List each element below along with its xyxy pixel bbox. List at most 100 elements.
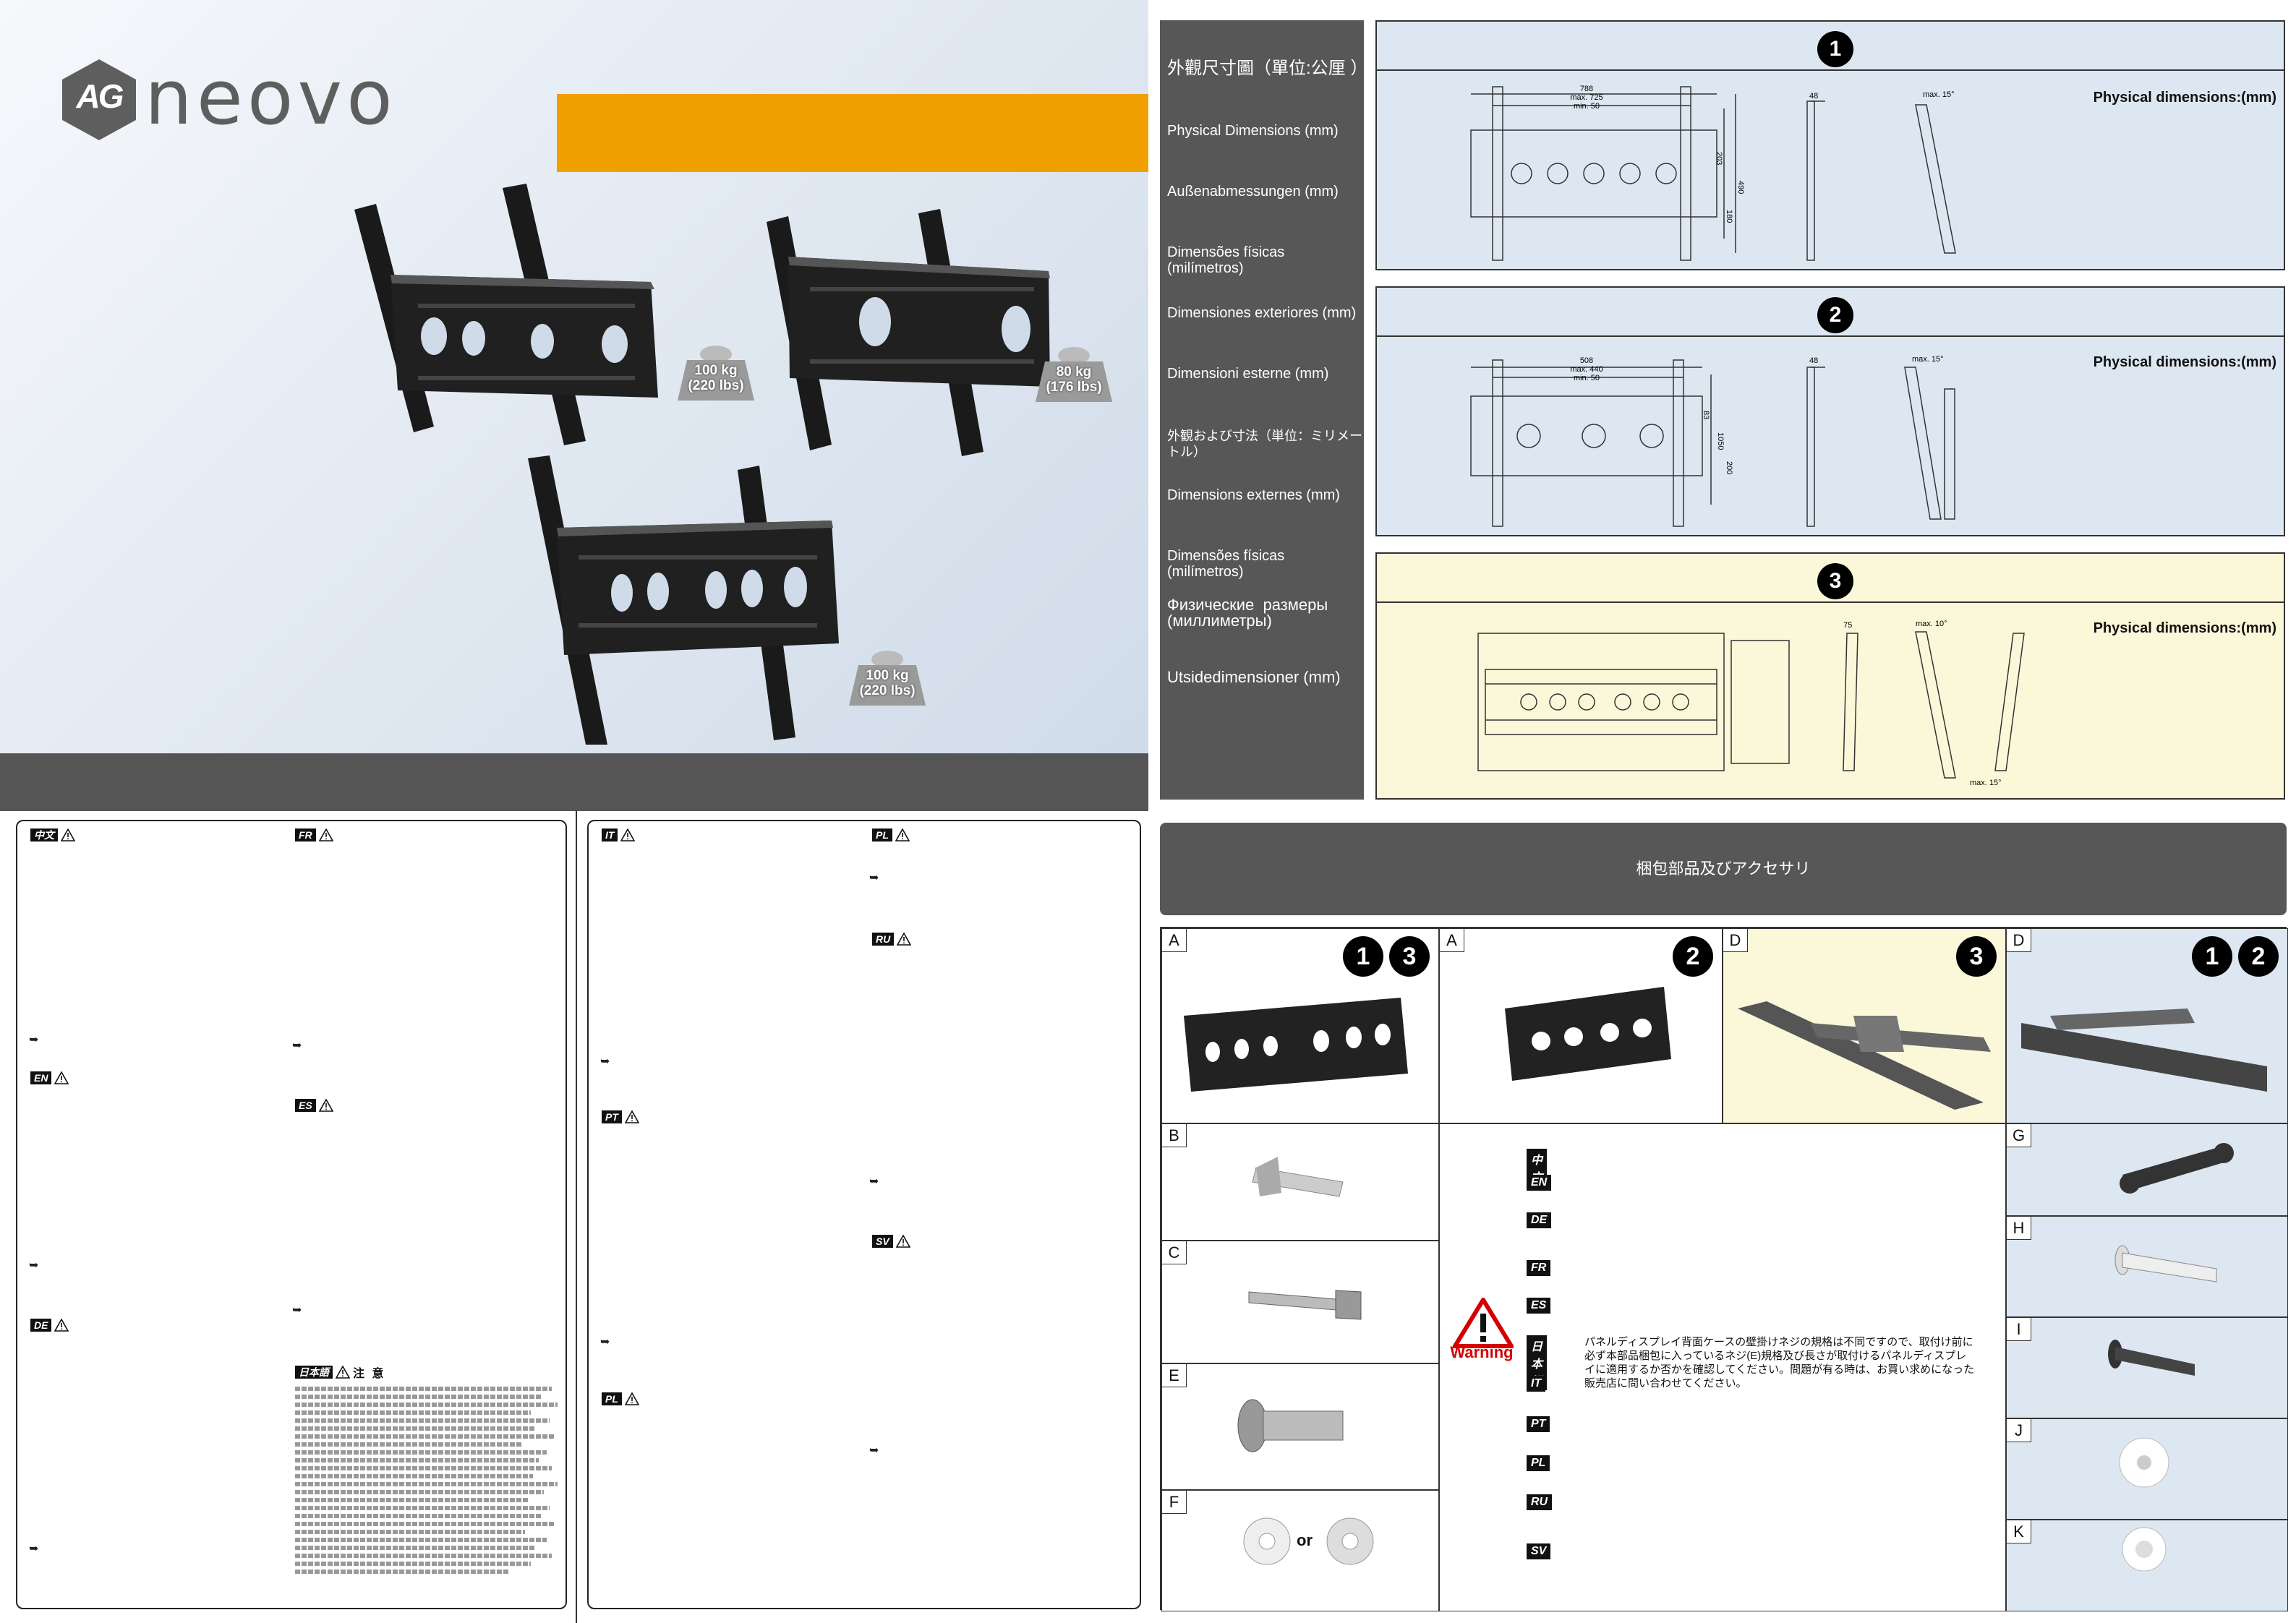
- lang-tag-pl-2: PL: [872, 828, 910, 842]
- warning-panel-2: IT ➥ PT ➥ PL PL ➥ RU ➥ SV ➥: [587, 820, 1141, 1609]
- dim-depth-label: 48: [1809, 92, 1818, 100]
- dim-max-label: max. 725: [1570, 93, 1602, 102]
- accessories-grid: A 1 3 A 2 D 3: [1160, 927, 2288, 1611]
- part-letter: B: [1162, 1124, 1187, 1147]
- jp-warning-note: パネルディスプレイ背面ケースの壁掛けネジの規格は不同ですので、取付け前に必ず本部…: [1584, 1336, 1975, 1389]
- part-letter: D: [2007, 929, 2031, 952]
- weight-badge-2: 80 kg (176 lbs): [1034, 340, 1114, 405]
- physical-dimensions-label: Physical dimensions:(mm): [2093, 90, 2276, 106]
- warning-triangle-icon: [318, 828, 333, 842]
- part-warning-cell: Warning 中文 EN DE FR ES 日本語 IT PT PL RU S…: [1439, 1123, 2006, 1611]
- warnings-page: 中文 ➥ EN ➥ DE ➥ FR ➥ ES ➥ 日本語 注 意: [0, 811, 1148, 1623]
- tilt-bracket-image: [1738, 1001, 1991, 1110]
- dimension-drawing-3: 75 max. 10° max. 15°: [1477, 620, 2025, 787]
- wall-plate-image: [1184, 998, 1408, 1092]
- dimension-drawing-2: 508 max. 440 min. 50 83 1050 200 48 max.…: [1470, 355, 1955, 527]
- model-badge: 2: [2238, 936, 2279, 977]
- part-letter: G: [2007, 1124, 2031, 1147]
- lang-tag-pt: PT: [602, 1110, 639, 1123]
- warning-lang-item: SV: [1527, 1543, 1551, 1559]
- model-badge: 1: [2192, 936, 2232, 977]
- warning-triangle-icon: [620, 828, 636, 842]
- part-cell-b: B: [1161, 1123, 1439, 1241]
- part-cell-d-4: D 1 2: [2006, 928, 2288, 1123]
- weight-label-1: 100 kg (220 lbs): [688, 363, 744, 393]
- part-cell-f: F or: [1161, 1490, 1439, 1611]
- part-letter: J: [2007, 1419, 2031, 1442]
- arrow-bullet-icon: ➥: [869, 1176, 879, 1188]
- arrow-bullet-icon: ➥: [29, 1034, 39, 1046]
- weight-label-2: 80 kg (176 lbs): [1046, 364, 1102, 395]
- lang-code: FR: [295, 828, 316, 842]
- accessories-page: 梱包部品及びアクセサリ A 1 3 A 2 D: [1148, 811, 2296, 1623]
- warning-lang-item: PT: [1527, 1416, 1550, 1432]
- model-number-badge: 2: [1817, 297, 1853, 333]
- lang-code: IT: [602, 828, 618, 842]
- model-badge: 3: [1389, 936, 1430, 977]
- dim-tilt-label: max. 10°: [1916, 620, 1947, 628]
- dim-min-label: min. 50: [1574, 374, 1600, 382]
- warning-triangle-icon: [54, 1071, 69, 1084]
- logo-initials: AG: [76, 77, 124, 115]
- lang-code: RU: [872, 933, 895, 946]
- warning-triangle-icon: [54, 1319, 69, 1332]
- warning-lang-item: FR: [1527, 1260, 1551, 1276]
- dim-width-label: 508: [1580, 356, 1593, 365]
- flat-washer-image: [2119, 1437, 2169, 1488]
- warning-word: Warning: [1450, 1343, 1514, 1361]
- dim-label-pt: Dimensões físicas (milímetros): [1167, 244, 1285, 276]
- dim-label-it: Dimensioni esterne (mm): [1167, 366, 1329, 382]
- model-number-badge: 3: [1817, 563, 1853, 599]
- warning-lang-item: EN: [1527, 1175, 1552, 1191]
- weight-label-3: 100 kg (220 lbs): [859, 668, 916, 698]
- dimension-panel-2: 2 Physical dimensions:(mm) 508 max. 440 …: [1375, 286, 2285, 536]
- model-badges: 2: [1673, 936, 1713, 977]
- dimension-panel-3: 3 Physical dimensions:(mm) 75 max. 10° m…: [1375, 552, 2285, 800]
- brand-logo: AG neovo: [59, 53, 393, 145]
- lang-tag-ja: 日本語 注 意: [295, 1363, 385, 1381]
- dim-tilt-label: max. 15°: [1923, 90, 1955, 99]
- warning-lang-item: RU: [1527, 1494, 1553, 1510]
- model-badges: 1 2: [2192, 936, 2279, 977]
- weight-badge-1: 100 kg (220 lbs): [676, 338, 756, 403]
- warning-lang-item: ES: [1527, 1298, 1551, 1314]
- orange-band: [557, 94, 1148, 172]
- dim-depth-label: 75: [1843, 621, 1852, 630]
- model-badges: 3: [1956, 936, 1997, 977]
- lang-code: 中文: [30, 828, 58, 842]
- mount-image-2: [767, 209, 1050, 456]
- arrow-bullet-icon: ➥: [869, 872, 879, 884]
- lang-tag-it: IT: [602, 828, 636, 842]
- part-letter: E: [1162, 1364, 1187, 1387]
- part-letter: H: [2007, 1217, 2031, 1240]
- pin-bolt-image: [2114, 1245, 2217, 1282]
- warning-triangle-icon: [624, 1392, 639, 1405]
- part-cell-h: H: [2006, 1216, 2288, 1317]
- dim-label-ru: Физические размеры (миллиметры): [1167, 596, 1328, 630]
- physical-dimensions-label: Physical dimensions:(mm): [2093, 620, 2276, 636]
- gray-band: [0, 753, 1148, 811]
- arrow-bullet-icon: ➥: [600, 1055, 610, 1068]
- warning-lang-item: IT: [1527, 1376, 1546, 1392]
- lang-code: DE: [30, 1319, 52, 1332]
- warning-triangle-icon: [895, 1235, 910, 1248]
- lag-bolt-image: [1248, 1290, 1362, 1320]
- warning-lang-item: PL: [1527, 1455, 1550, 1471]
- part-cell-g: G: [2006, 1123, 2288, 1216]
- warning-triangle-icon: [61, 828, 75, 842]
- part-letter: F: [1162, 1491, 1187, 1514]
- dimension-panel-header: 2: [1377, 288, 2284, 337]
- model-badge: 2: [1673, 936, 1713, 977]
- part-cell-c: C: [1161, 1241, 1439, 1363]
- lang-tag-en: EN: [30, 1071, 69, 1084]
- spacer-image: [2122, 1527, 2167, 1572]
- lang-code: ES: [295, 1099, 316, 1112]
- wall-anchor-image: [1252, 1157, 1344, 1197]
- dimensions-page: 外觀尺寸圖（單位:公厘 ） Physical Dimensions (mm) A…: [1148, 0, 2296, 811]
- dim-label-sv: Utsidedimensioner (mm): [1167, 668, 1341, 686]
- lang-code: PT: [602, 1110, 622, 1123]
- part-cell-e: E: [1161, 1363, 1439, 1490]
- model-badge: 3: [1956, 936, 1997, 977]
- dim-h1-label: 203: [1715, 152, 1723, 165]
- arrow-bullet-icon: ➥: [29, 1259, 39, 1272]
